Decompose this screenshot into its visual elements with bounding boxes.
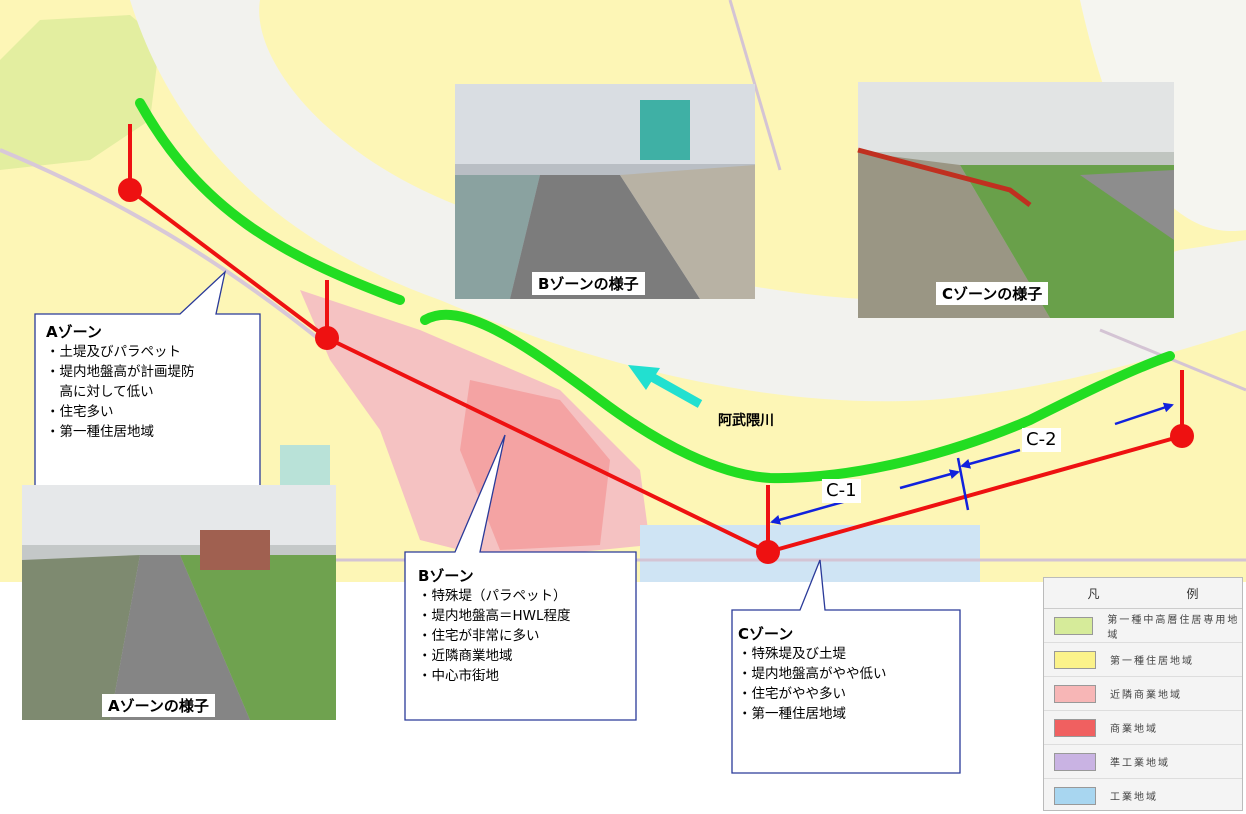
zone-a-line: ・住宅多い (46, 404, 114, 420)
zone-a-line: ・土堤及びパラペット (46, 344, 181, 360)
legend-row: 第一種住居地域 (1044, 643, 1242, 677)
zone-b-line: ・中心市街地 (418, 668, 499, 684)
legend-swatch (1054, 718, 1096, 737)
zone-boundary-line (128, 188, 1183, 555)
segment-c1-label: C-1 (822, 479, 861, 503)
callout-box-c (731, 559, 961, 774)
legend-label: 準工業地域 (1110, 758, 1170, 769)
zone-marker-c (1170, 424, 1194, 448)
zone-b-line: ・堤内地盤高＝HWL程度 (418, 608, 571, 624)
legend-label: 第一種住居地域 (1110, 656, 1194, 667)
legend-swatch (1054, 616, 1094, 635)
legend-label: 第一種中高層住居専用地域 (1107, 614, 1240, 641)
legend-label: 商業地域 (1110, 724, 1158, 735)
zone-c-line: ・第一種住居地域 (738, 706, 846, 722)
zone-b-line: ・住宅が非常に多い (418, 628, 540, 644)
callout-box-b (404, 434, 637, 721)
legend-label: 近隣商業地域 (1110, 690, 1182, 701)
segment-c2-arrow-left (960, 448, 1021, 469)
photo-b-caption: Bゾーンの様子 (532, 272, 645, 295)
legend-swatch (1054, 752, 1096, 771)
zone-a-line: ・第一種住居地域 (46, 424, 154, 440)
legend-swatch (1054, 650, 1096, 669)
legend-header: 凡 例 (1044, 578, 1242, 609)
zone-b-title: Bゾーン (418, 567, 474, 585)
legend-row: 近隣商業地域 (1044, 677, 1242, 711)
photo-a-caption: Aゾーンの様子 (102, 694, 215, 717)
segment-c2-arrow-right (1114, 402, 1174, 426)
zone-b-line: ・特殊堤（パラペット） (418, 588, 567, 604)
zone-a-line: ・堤内地盤高が計画堤防 (46, 364, 195, 380)
zone-a-description: Aゾーン ・土堤及びパラペット ・堤内地盤高が計画堤防 高に対して低い ・住宅多… (46, 322, 195, 442)
zone-c-line: ・堤内地盤高がやや低い (738, 666, 887, 682)
zone-marker-a (118, 178, 142, 202)
legend-header-char: 例 (1186, 586, 1199, 601)
zone-c-title: Cゾーン (738, 625, 794, 643)
zone-marker-ab (315, 326, 339, 350)
legend-row: 商業地域 (1044, 711, 1242, 745)
embankment-line-east (420, 309, 1175, 484)
zone-a-title: Aゾーン (46, 323, 102, 341)
legend-row: 工業地域 (1044, 779, 1242, 812)
embankment-line-west (135, 98, 405, 305)
zone-b-description: Bゾーン ・特殊堤（パラペット） ・堤内地盤高＝HWL程度 ・住宅が非常に多い … (418, 566, 571, 686)
zone-c-line: ・特殊堤及び土堤 (738, 646, 846, 662)
map-legend: 凡 例 第一種中高層住居専用地域 第一種住居地域 近隣商業地域 商業地域 準工業… (1043, 577, 1243, 811)
legend-swatch (1054, 786, 1096, 805)
zone-area-blue (640, 525, 980, 582)
segment-divider (956, 457, 970, 511)
zone-area-green (0, 15, 160, 170)
river-name-label: 阿武隈川 (718, 413, 774, 429)
zone-a-line: 高に対して低い (46, 384, 154, 400)
legend-row: 第一種中高層住居専用地域 (1044, 609, 1242, 643)
zone-marker-bc (756, 540, 780, 564)
legend-row: 準工業地域 (1044, 745, 1242, 779)
legend-swatch (1054, 684, 1096, 703)
river-flow-arrow (628, 365, 660, 390)
legend-header-char: 凡 (1087, 586, 1100, 601)
zone-c-line: ・住宅がやや多い (738, 686, 846, 702)
zone-b-line: ・近隣商業地域 (418, 648, 513, 664)
zone-c-description: Cゾーン ・特殊堤及び土堤 ・堤内地盤高がやや低い ・住宅がやや多い ・第一種住… (738, 624, 887, 724)
segment-c2-label: C-2 (1022, 428, 1061, 452)
photo-c-caption: Cゾーンの様子 (936, 282, 1049, 305)
segment-c1-arrow-right (899, 469, 960, 490)
segment-c1-arrow-left (770, 498, 851, 525)
legend-label: 工業地域 (1110, 792, 1158, 803)
